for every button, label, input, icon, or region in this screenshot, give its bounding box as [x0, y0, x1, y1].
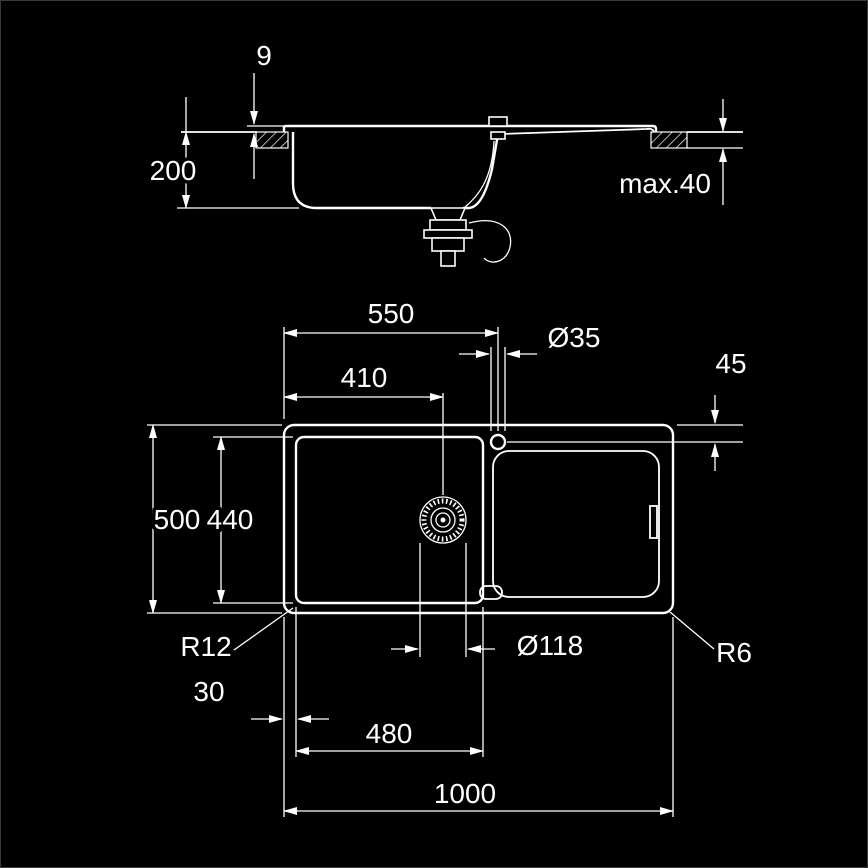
dim-faucet-hole-diameter-label: Ø35 [548, 322, 601, 353]
dim-overall-depth-label: 500 [154, 504, 201, 535]
dim-left-inset-label: 30 [193, 676, 224, 707]
bowl-right-wall [463, 133, 500, 210]
counter-hatch-right [650, 131, 688, 149]
dim-bowl-inner-width: 480 [295, 607, 484, 757]
drain-flange [429, 207, 467, 221]
counter-hatch-left [255, 131, 289, 149]
sink-outer-outline [282, 423, 675, 615]
dim-faucet-hole-diameter: Ø35 [459, 319, 604, 431]
overflow-hose [464, 140, 495, 208]
dim-counter-thickness-label: max.40 [619, 168, 711, 199]
faucet-hole-cap [488, 116, 508, 127]
drainboard-profile [500, 127, 655, 135]
dim-faucet-from-left-label: 550 [368, 298, 415, 329]
dim-bowl-inner-depth: 440 [203, 436, 293, 604]
drainboard-outline [492, 450, 660, 598]
dim-bowl-depth-label: 200 [150, 155, 197, 186]
dim-left-inset: 30 [190, 607, 329, 817]
callout-outer-radius: R6 [669, 611, 755, 672]
drain-outlet-pipe [440, 250, 456, 267]
dim-bowl-inner-depth-label: 440 [207, 504, 254, 535]
section-view: 9 200 max.40 [146, 37, 743, 267]
callout-inner-radius-label: R12 [180, 631, 231, 662]
bowl-left-wall [291, 132, 431, 210]
drain-center [440, 517, 446, 523]
drain-assembly-top [419, 496, 467, 544]
callout-inner-radius: R12 [177, 607, 294, 666]
overflow-slot [479, 585, 503, 600]
faucet-hole [489, 433, 507, 451]
faucet-hole-collar [490, 131, 506, 140]
drain-body-upper [429, 219, 467, 231]
dim-drain-from-left: 410 [283, 359, 444, 495]
dim-rim-height-label: 9 [256, 40, 272, 71]
drain-body-lower [431, 237, 465, 252]
dim-overall-width: 1000 [283, 617, 674, 817]
dim-rim-height: 9 [247, 37, 285, 179]
dim-bowl-depth: 200 [146, 97, 200, 209]
dim-drain-diameter-label: Ø118 [517, 630, 583, 661]
bowl-inner-outline [294, 435, 485, 605]
dim-overall-width-label: 1000 [434, 778, 496, 809]
dim-drain-diameter: Ø118 [391, 543, 587, 665]
dim-bowl-inner-width-label: 480 [366, 718, 413, 749]
dim-overall-depth: 500 [147, 424, 282, 614]
dim-faucet-from-top: 45 [507, 345, 750, 471]
callout-outer-radius-label: R6 [716, 637, 752, 668]
waste-control-cable [468, 220, 512, 263]
dim-faucet-from-top-label: 45 [715, 348, 746, 379]
drain-body-disc [423, 229, 473, 239]
dim-faucet-from-left: 550 [283, 295, 499, 431]
drain-knurled-ring [421, 498, 465, 542]
plan-view: 550 Ø35 45 410 500 [147, 295, 755, 817]
dim-counter-thickness: max.40 [616, 99, 727, 205]
edge-groove [649, 505, 658, 539]
dim-drain-from-left-label: 410 [341, 362, 388, 393]
